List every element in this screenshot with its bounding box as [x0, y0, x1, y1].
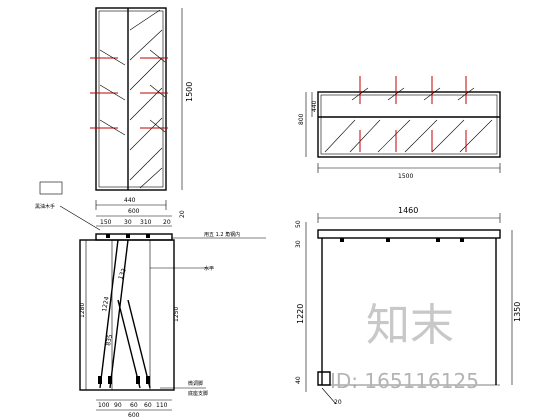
left-dim: 50 — [295, 220, 302, 228]
left-dim: 1220 — [296, 304, 305, 324]
callout-3: 水平 — [204, 265, 214, 272]
width-dim: 1500 — [398, 173, 413, 180]
inner-label: 835 — [105, 334, 114, 347]
inner-dim: 440 — [311, 100, 318, 112]
top-right-view: 800 440 1500 — [298, 76, 501, 180]
top-part: 30 — [124, 219, 132, 226]
shelf-brackets — [90, 57, 168, 129]
bottom-part: 60 — [130, 402, 138, 409]
left-dim: 40 — [295, 376, 302, 384]
height-dim: 800 — [298, 113, 305, 125]
top-rail-bolts — [340, 238, 464, 242]
callout-2: 用五 1.2 角钢内 — [204, 231, 240, 238]
right-height: 1250 — [173, 307, 180, 322]
bolts — [98, 234, 150, 384]
bottom-part: 100 — [98, 402, 110, 409]
callout-4: 微调脚 — [188, 380, 203, 387]
left-dim: 30 — [295, 240, 302, 248]
top-part: 310 — [140, 219, 152, 226]
top-dim: 1460 — [398, 206, 418, 215]
width-dim: 440 — [124, 197, 136, 204]
bottom-part: 60 — [144, 402, 152, 409]
watermark: 知末 ID: 165116125 — [330, 300, 479, 393]
top-part: 20 — [163, 219, 171, 226]
bottom-part: 110 — [156, 402, 168, 409]
watermark-id: ID: 165116125 — [330, 369, 479, 393]
glass-hatching — [129, 9, 163, 189]
height-dim: 1500 — [185, 82, 194, 102]
bottom-left-view: 黑油木手 600 150 30 310 20 20 — [35, 181, 266, 419]
top-right-small: 20 — [179, 210, 186, 218]
right-dim: 1350 — [513, 302, 522, 322]
bottom-total: 600 — [128, 412, 140, 419]
shelf-brackets — [359, 76, 467, 152]
bottom-dim: 20 — [334, 399, 342, 406]
bottom-part: 90 — [114, 402, 122, 409]
bottom-right-view: 1460 50 30 1220 40 1350 20 — [295, 206, 522, 406]
callout-5: 底座支脚 — [188, 390, 208, 397]
watermark-text: 知末 — [366, 300, 454, 351]
inner-label: 1224 — [101, 296, 111, 312]
callout-1: 黑油木手 — [35, 203, 55, 210]
inner-label: 132 — [117, 267, 128, 280]
top-total: 600 — [128, 208, 140, 215]
top-part: 150 — [100, 219, 112, 226]
left-height: 1280 — [79, 303, 86, 318]
glass-hatching — [324, 119, 493, 153]
cross-brace — [99, 239, 151, 389]
top-left-view: 440 1500 — [90, 7, 194, 210]
